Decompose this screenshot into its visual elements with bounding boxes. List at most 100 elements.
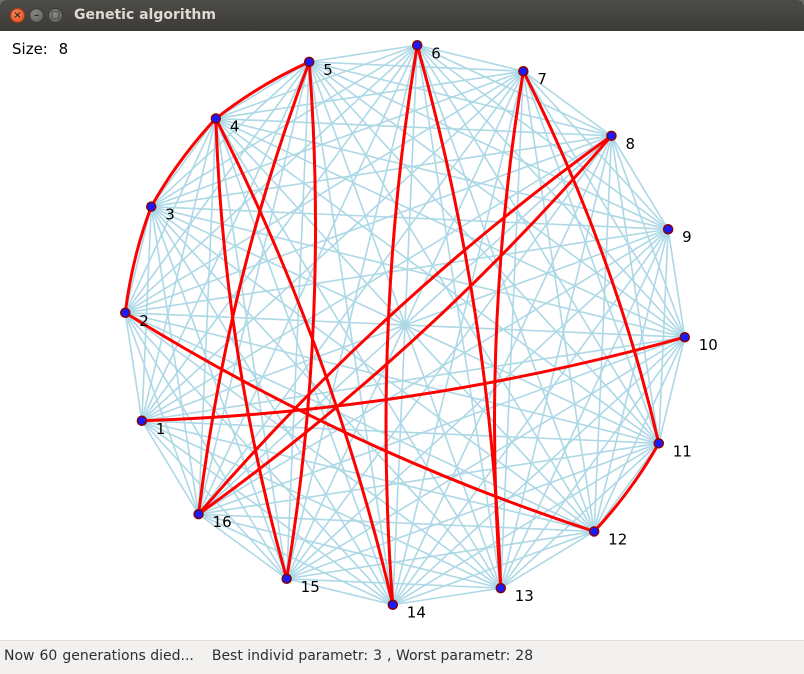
graph-edge: [215, 117, 660, 444]
graph-edge: [141, 420, 200, 515]
graph-edge: [124, 312, 143, 421]
graph-edge: [286, 442, 660, 580]
graph-edge: [610, 135, 669, 230]
graph-node[interactable]: [495, 582, 507, 594]
graph-node[interactable]: [662, 223, 674, 235]
graph-edge: [141, 135, 612, 422]
node-label: 7: [537, 70, 547, 88]
graph-edge: [198, 228, 669, 515]
close-icon[interactable]: ×: [10, 8, 25, 23]
route-edge: [123, 206, 153, 313]
graph-node[interactable]: [679, 331, 690, 343]
route-edge: [214, 117, 395, 606]
graph-edge: [198, 513, 288, 580]
node-label: 15: [301, 578, 320, 596]
graph-nodes: [120, 40, 690, 610]
node-label: 12: [608, 530, 627, 548]
graph-node[interactable]: [281, 573, 292, 585]
graph-edge: [308, 61, 595, 532]
maximize-icon[interactable]: □: [48, 8, 63, 23]
best-route-edges: [123, 44, 686, 606]
graph-edge: [657, 229, 669, 444]
route-edge: [593, 442, 661, 533]
graph-edge: [198, 513, 595, 533]
status-generations-text: generations died...: [62, 648, 194, 664]
graph-edge: [392, 71, 525, 605]
node-label: 6: [431, 44, 441, 62]
graph-edge: [522, 70, 612, 137]
node-label: 1: [156, 420, 166, 438]
route-edge: [285, 61, 317, 580]
graph-edge: [286, 336, 686, 580]
graph-node[interactable]: [653, 438, 665, 449]
graph-node[interactable]: [136, 415, 148, 427]
graph-node[interactable]: [387, 599, 399, 610]
graph-edge: [308, 61, 394, 605]
graph-edge: [197, 70, 524, 515]
graph-edge: [198, 513, 501, 589]
route-edge: [384, 45, 419, 605]
graph-edge: [124, 206, 153, 313]
graph-node[interactable]: [518, 65, 529, 77]
graph-edge: [286, 135, 613, 580]
graph-edge: [392, 442, 660, 606]
graph-edge: [215, 70, 524, 120]
graph-edge: [309, 61, 612, 137]
route-edge: [197, 61, 311, 515]
complete-graph-edges: [124, 44, 686, 606]
node-label: 8: [625, 135, 635, 153]
graph-edge: [124, 312, 288, 580]
window-title: Genetic algorithm: [74, 7, 216, 23]
graph-edge: [151, 205, 685, 338]
minimize-icon[interactable]: –: [29, 8, 44, 23]
node-label: 2: [139, 312, 149, 330]
graph-node[interactable]: [303, 56, 315, 68]
graph-edge: [667, 229, 686, 338]
graph-edge: [124, 70, 524, 314]
graph-edge: [215, 118, 502, 589]
graph-edge: [285, 45, 418, 579]
graph-edge: [198, 135, 612, 515]
node-label: 4: [230, 118, 240, 136]
graph-node[interactable]: [588, 526, 600, 537]
route-edge: [521, 70, 661, 444]
graph-edge: [593, 442, 660, 532]
route-edge: [214, 60, 310, 120]
size-label-text: Size:: [12, 40, 48, 58]
graph-edge: [657, 337, 686, 444]
graph-edge: [141, 420, 394, 606]
graph-edge: [416, 44, 660, 444]
graph-node[interactable]: [411, 40, 423, 51]
graph-edge: [215, 118, 394, 606]
graph-edge: [416, 44, 669, 230]
route-edge: [197, 134, 613, 516]
graph-edge: [141, 118, 217, 421]
graph-edge: [198, 336, 686, 515]
graph-edge: [417, 44, 524, 73]
status-worst-value: 28: [515, 648, 534, 664]
route-edge: [124, 311, 595, 533]
graph-edge: [197, 61, 311, 515]
graph-node[interactable]: [606, 130, 617, 142]
node-label: 14: [407, 604, 426, 622]
graph-node[interactable]: [145, 201, 157, 212]
graph-edge: [124, 61, 310, 314]
graph-edge: [141, 336, 685, 422]
status-worst-label: , Worst parametr:: [387, 648, 511, 664]
graph-edge: [500, 336, 686, 589]
graph-edge: [392, 228, 669, 606]
graph-node[interactable]: [120, 307, 131, 319]
graph-edge: [593, 229, 669, 532]
status-best-label: Best individ parametr:: [211, 648, 369, 664]
route-edge: [141, 335, 686, 423]
graph-node[interactable]: [193, 508, 204, 520]
node-label: 13: [515, 587, 534, 605]
graph-edge: [150, 206, 200, 515]
graph-node[interactable]: [210, 113, 222, 124]
node-label: 10: [699, 336, 718, 354]
size-value: 8: [58, 40, 69, 58]
graph-edge: [197, 44, 418, 515]
graph-edge: [500, 530, 595, 589]
